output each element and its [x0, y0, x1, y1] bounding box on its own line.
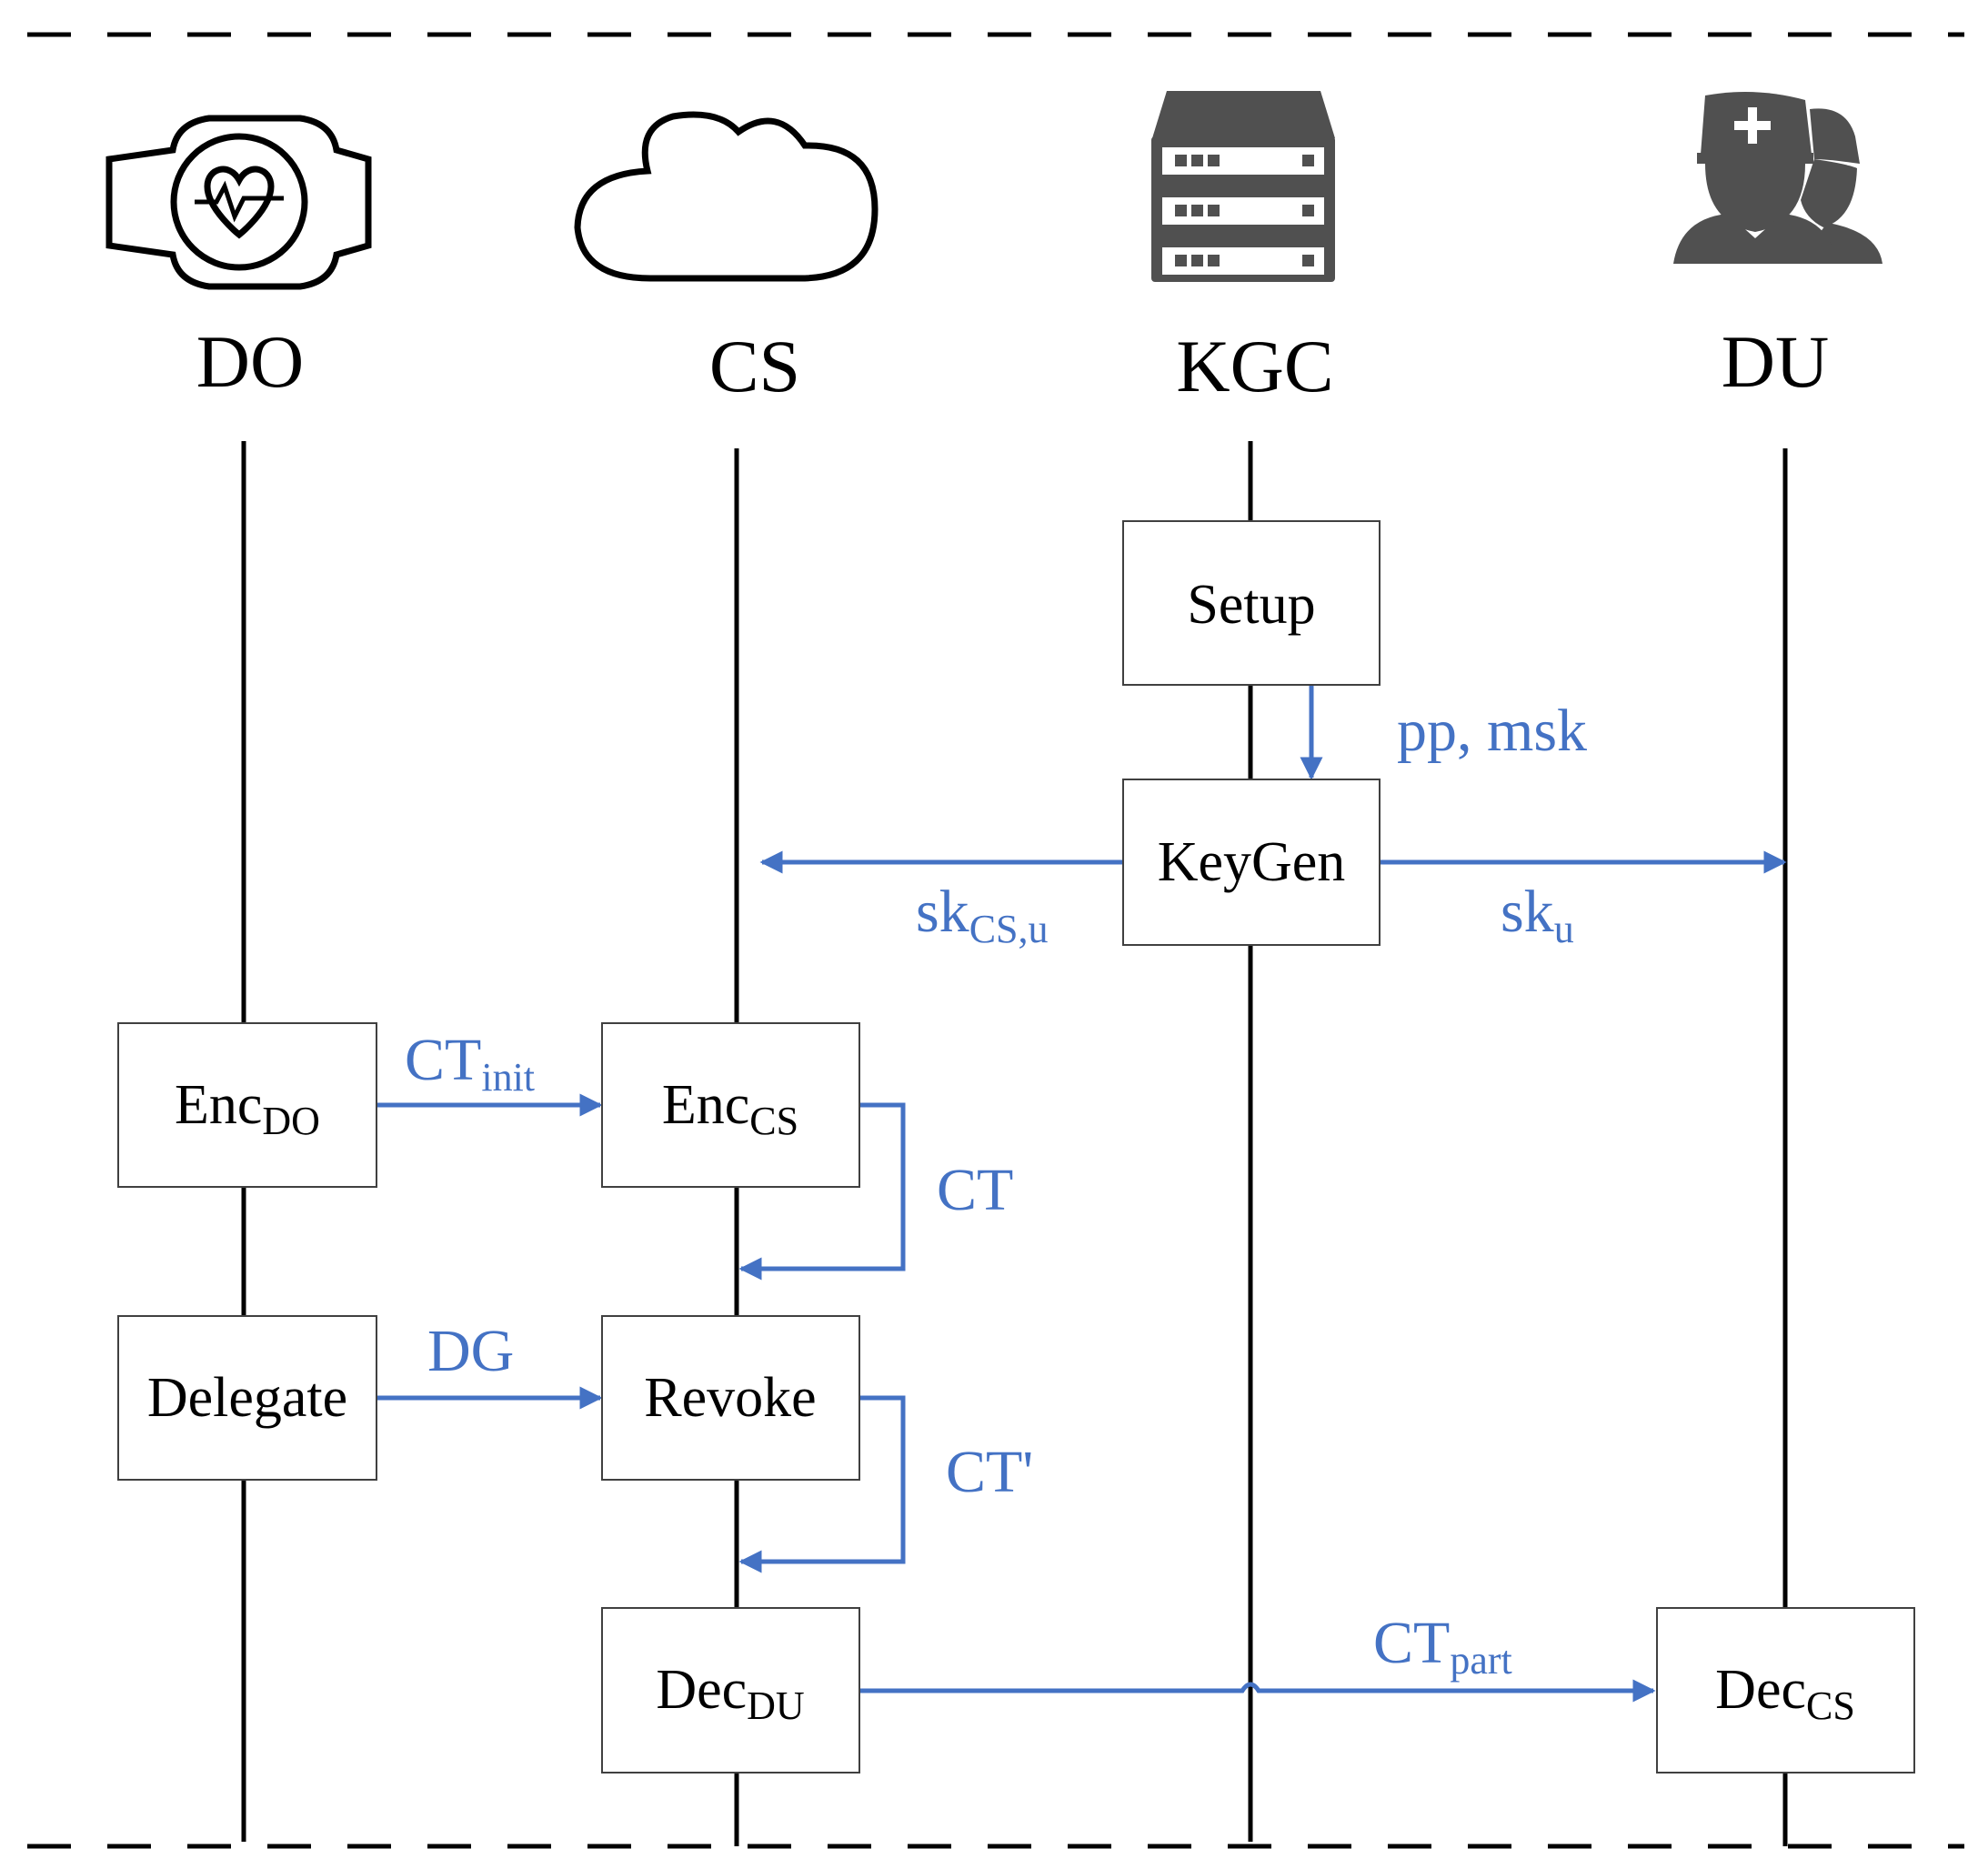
revoke-label: Revoke — [644, 1367, 816, 1429]
enc-do-label: EncDO — [175, 1074, 320, 1143]
setup-box: Setup — [1122, 520, 1381, 686]
keygen-label: KeyGen — [1158, 831, 1346, 893]
enc-cs-box: EncCS — [601, 1022, 860, 1188]
label-ct-init: CTinit — [405, 1027, 535, 1100]
label-ct-part: CTpart — [1373, 1610, 1512, 1683]
smartwatch-heart-icon — [105, 115, 372, 290]
label-dg: DG — [427, 1318, 514, 1384]
label-pp-msk: pp, msk — [1397, 698, 1587, 764]
enc-cs-label: EncCS — [662, 1074, 798, 1143]
label-ct-prime: CT' — [946, 1439, 1033, 1505]
actor-label-du: DU — [1722, 320, 1829, 403]
enc-do-box: EncDO — [117, 1022, 377, 1188]
actor-label-kgc: KGC — [1176, 325, 1333, 407]
actor-label-cs: CS — [709, 325, 800, 407]
delegate-label: Delegate — [147, 1367, 347, 1429]
doctor-users-icon — [1673, 92, 1883, 264]
dec-cs-label: DecCS — [1715, 1659, 1855, 1728]
arrow-ct-part — [859, 1679, 1656, 1703]
label-ct: CT — [937, 1157, 1013, 1223]
keygen-box: KeyGen — [1122, 779, 1381, 946]
arrow-ct-prime — [738, 1395, 906, 1573]
revoke-box: Revoke — [601, 1315, 860, 1481]
dec-du-label: DecDU — [656, 1659, 804, 1728]
delegate-box: Delegate — [117, 1315, 377, 1481]
label-sk-u: sku — [1501, 879, 1574, 951]
cloud-icon — [574, 111, 879, 282]
dec-cs-box: DecCS — [1656, 1607, 1915, 1774]
actor-label-do: DO — [196, 320, 304, 403]
arrow-ct — [738, 1102, 906, 1281]
server-rack-icon — [1151, 91, 1335, 282]
setup-label: Setup — [1187, 574, 1315, 636]
label-sk-cs-u: skCS,u — [916, 879, 1049, 951]
dec-du-box: DecDU — [601, 1607, 860, 1774]
